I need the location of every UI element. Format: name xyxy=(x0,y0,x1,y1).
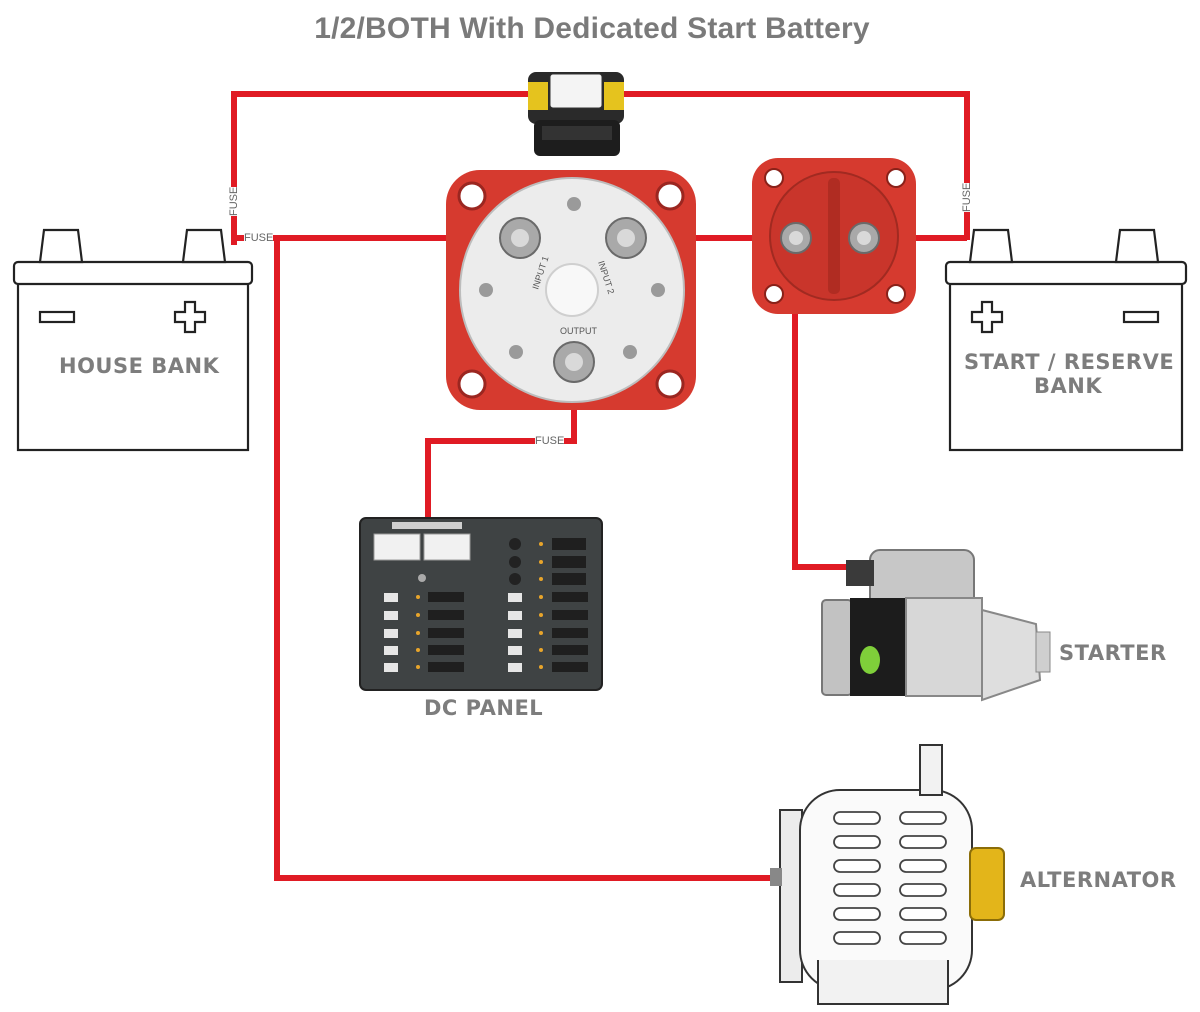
alternator-label: ALTERNATOR xyxy=(1020,868,1177,892)
output-label: OUTPUT xyxy=(560,326,598,336)
fuse-house-top: FUSE xyxy=(228,186,240,216)
dc-panel-label: DC PANEL xyxy=(424,696,544,720)
fuse-start-top: FUSE xyxy=(961,182,973,212)
battery-selector-switch: INPUT 1 INPUT 2 OUTPUT xyxy=(446,170,696,410)
start-bank-label-line2: BANK xyxy=(1034,374,1103,398)
start-battery xyxy=(944,228,1188,452)
start-bank-label-line1: START / RESERVE xyxy=(964,350,1175,374)
diagram-title: 1/2/BOTH With Dedicated Start Battery xyxy=(314,12,870,45)
wire-isolator-to-starter xyxy=(792,245,852,570)
wire-house-to-alternator xyxy=(274,238,785,881)
start-isolator-switch xyxy=(752,158,916,314)
alternator xyxy=(770,744,1005,1005)
acr-relay xyxy=(528,72,624,156)
starter-label: STARTER xyxy=(1059,641,1167,665)
house-battery xyxy=(12,228,254,452)
fuse-panel: FUSE xyxy=(535,435,565,447)
house-bank-label: HOUSE BANK xyxy=(59,354,220,378)
starter-motor xyxy=(821,549,1051,702)
wire-output-to-panel xyxy=(425,380,577,518)
fuse-house-side: FUSE xyxy=(244,232,274,244)
dc-panel xyxy=(359,517,603,691)
